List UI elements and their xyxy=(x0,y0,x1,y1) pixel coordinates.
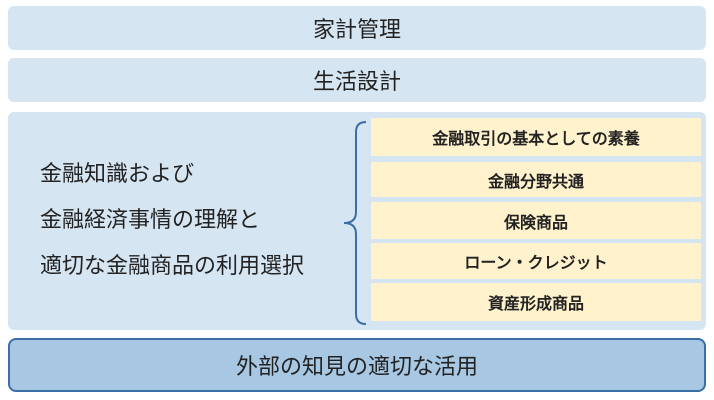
sub-item-basic-literacy: 金融取引の基本としての素養 xyxy=(371,118,701,156)
life-design-label: 生活設計 xyxy=(312,70,401,95)
financial-knowledge-line-2: 金融経済事情の理解と xyxy=(40,208,261,233)
household-management-bar: 家計管理 xyxy=(8,6,706,50)
sub-item-common-finance: 金融分野共通 xyxy=(371,162,701,197)
financial-knowledge-text: 金融知識および 金融経済事情の理解と 適切な金融商品の利用選択 xyxy=(40,152,304,290)
curly-brace-icon xyxy=(343,121,367,325)
external-expertise-label: 外部の知見の適切な活用 xyxy=(235,355,478,380)
sub-item-loan-credit: ローン・クレジット xyxy=(371,243,701,279)
sub-item-insurance: 保険商品 xyxy=(371,202,701,239)
sub-item-asset-building: 資産形成商品 xyxy=(371,283,701,321)
sub-item-label: 金融分野共通 xyxy=(487,171,584,191)
sub-item-label: ローン・クレジット xyxy=(464,253,608,272)
sub-item-label: 金融取引の基本としての素養 xyxy=(432,129,640,148)
external-expertise-bar: 外部の知見の適切な活用 xyxy=(8,338,706,392)
financial-knowledge-line-1: 金融知識および xyxy=(40,162,195,187)
household-management-label: 家計管理 xyxy=(312,18,401,43)
financial-knowledge-line-3: 適切な金融商品の利用選択 xyxy=(40,254,305,279)
sub-item-label: 資産形成商品 xyxy=(487,294,584,313)
financial-knowledge-panel: 金融知識および 金融経済事情の理解と 適切な金融商品の利用選択 金融取引の基本と… xyxy=(8,112,706,330)
sub-item-label: 保険商品 xyxy=(503,212,568,232)
life-design-bar: 生活設計 xyxy=(8,58,706,102)
